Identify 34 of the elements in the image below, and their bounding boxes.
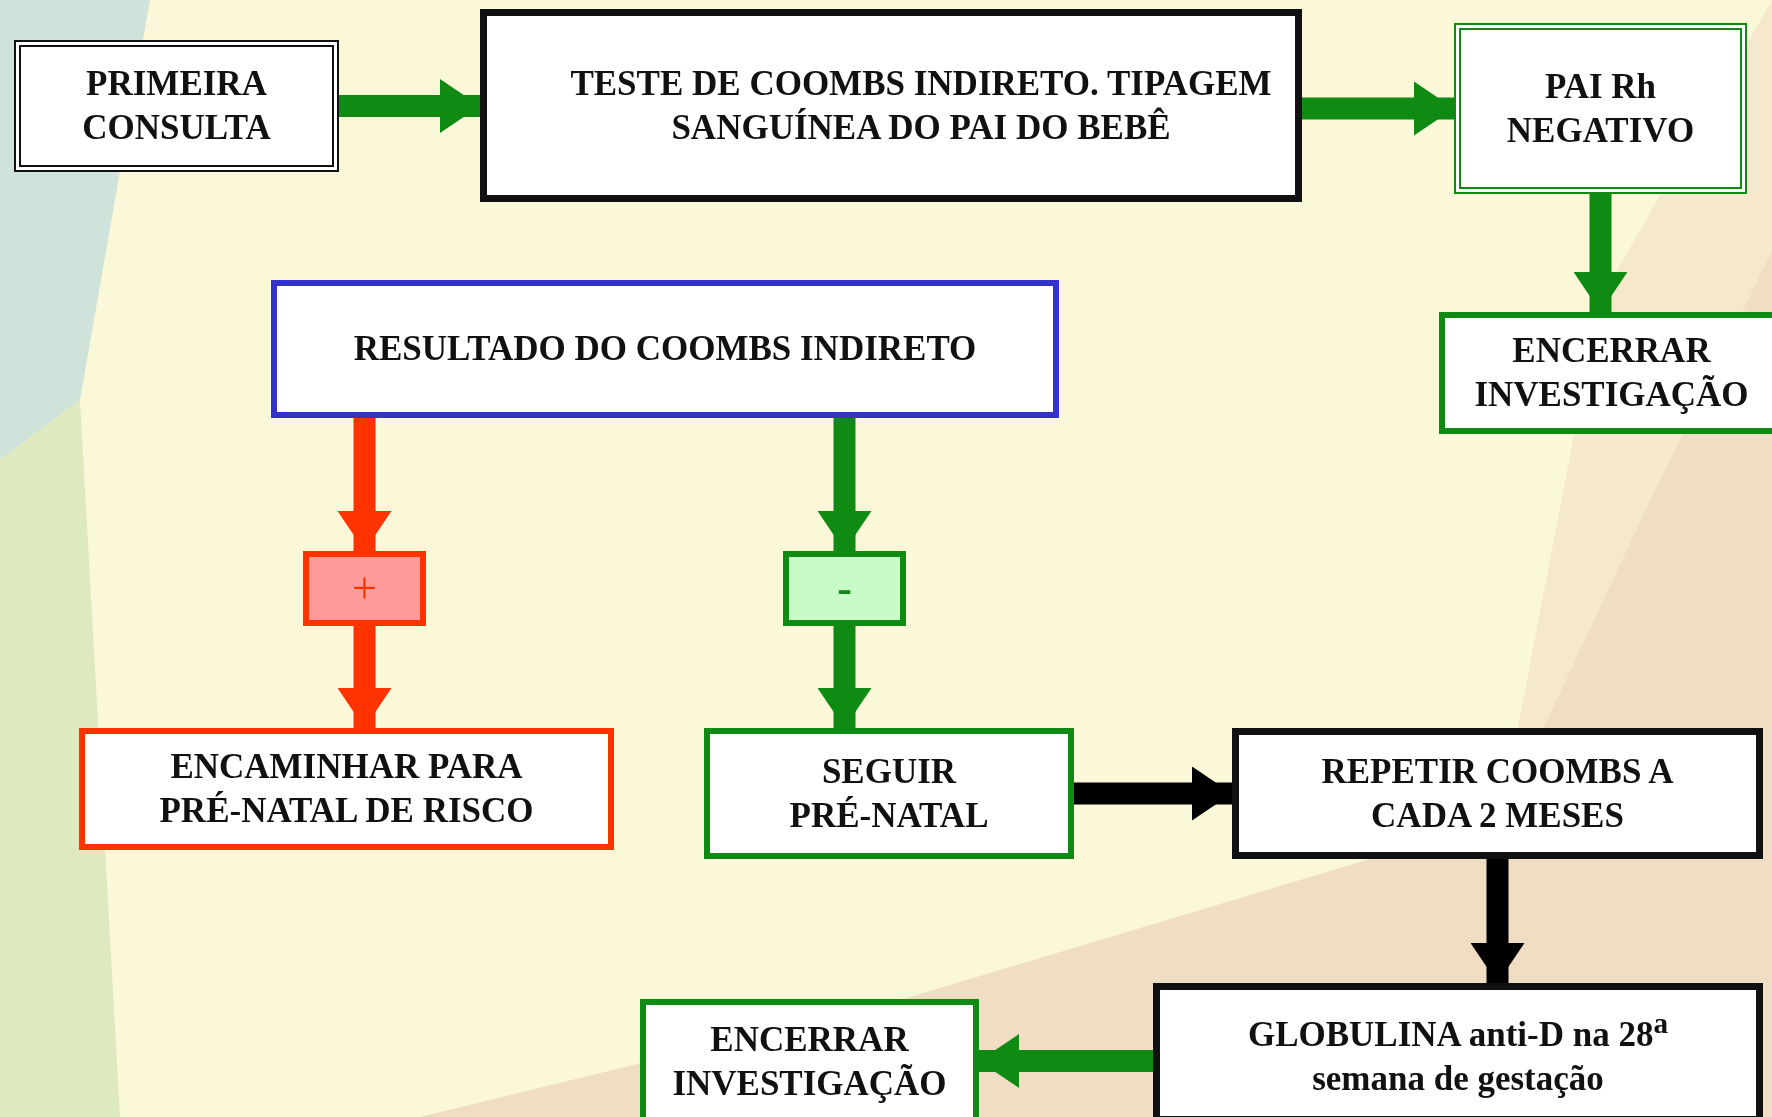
node-text: PRIMEIRA CONSULTA: [81, 63, 272, 149]
node-text: +: [351, 563, 378, 615]
process-box: [1153, 983, 1763, 1117]
process-box: [480, 9, 1302, 202]
block-arrow: [1573, 194, 1628, 312]
process-box: [1439, 312, 1772, 434]
node-text: PAI Rh NEGATIVO: [1505, 65, 1696, 152]
process-box: [79, 728, 614, 850]
process-box: [1454, 23, 1747, 194]
block-arrow: [817, 626, 872, 728]
node-text: -: [836, 563, 853, 615]
node-text: REPETIR COOMBS A CADA 2 MESES: [1320, 750, 1675, 837]
node-text: TESTE DE COOMBS INDIRETO. TIPAGEM SANGUÍNEA DO PAI DO BEBÊ: [569, 62, 1273, 149]
block-arrow: [1470, 859, 1525, 983]
node-text: ENCERRAR INVESTIGAÇÃO: [1473, 330, 1750, 416]
node-text: ENCAMINHAR PARA PRÉ-NATAL DE RISCO: [158, 746, 535, 832]
block-arrow: [817, 418, 872, 551]
node-text: RESULTADO DO COOMBS INDIRETO: [352, 328, 978, 371]
process-box: [640, 999, 979, 1117]
node-text: ENCERRAR INVESTIGAÇÃO: [671, 1018, 948, 1105]
process-box: [704, 728, 1074, 859]
process-box: [1232, 728, 1763, 859]
result-box: [783, 551, 906, 626]
block-arrow: [979, 1034, 1153, 1088]
block-arrow: [1074, 766, 1232, 821]
block-arrow: [337, 626, 392, 728]
process-box: [14, 40, 339, 172]
block-arrow: [1302, 81, 1454, 136]
node-text: SEGUIR PRÉ-NATAL: [788, 750, 990, 837]
block-arrow: [337, 418, 392, 551]
result-box: [303, 551, 426, 626]
process-box: [271, 280, 1059, 418]
block-arrow: [339, 79, 480, 133]
node-text: GLOBULINA anti-D na 28$^{a}$ semana de gestação: [1246, 1006, 1670, 1100]
